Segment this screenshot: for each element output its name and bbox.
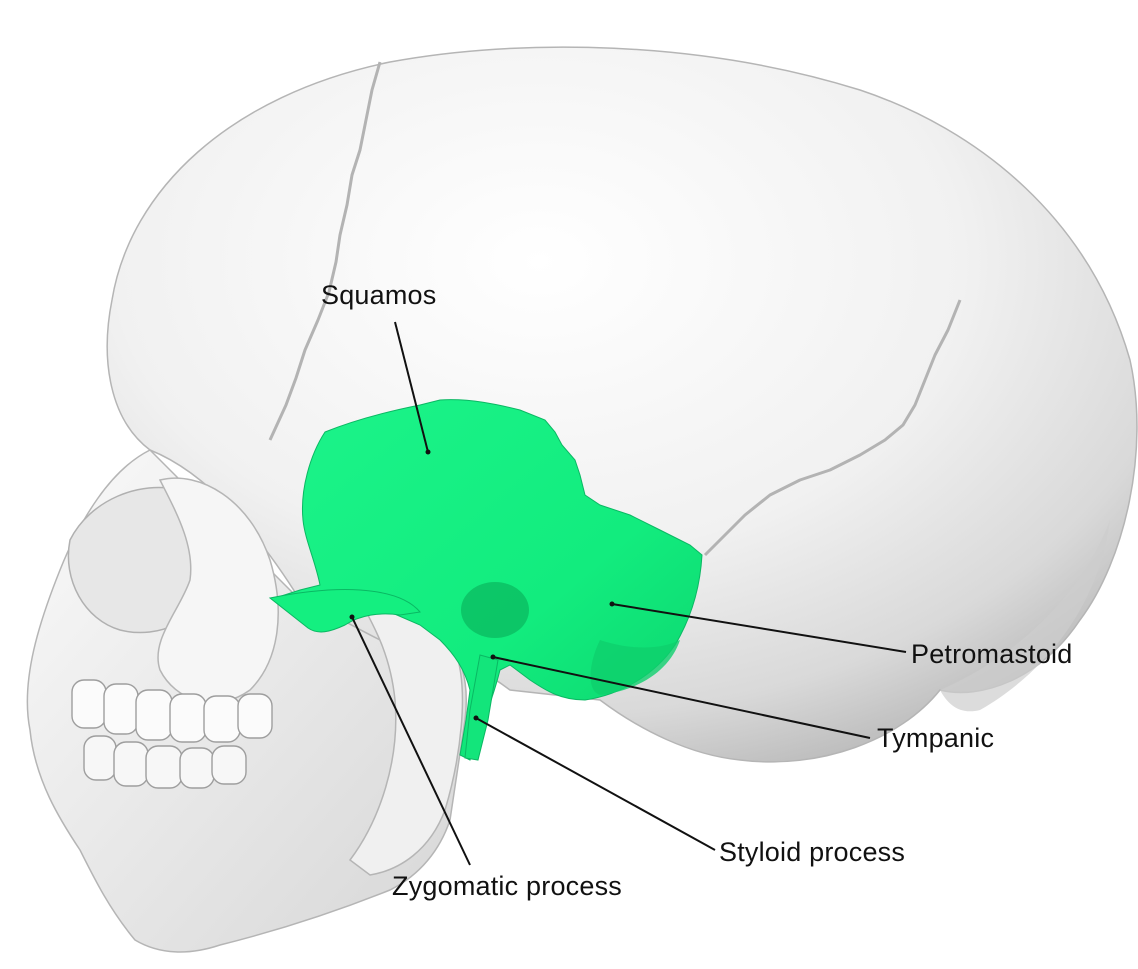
label-styloid-process: Styloid process [719,839,905,866]
auditory-meatus [461,582,529,638]
label-tympanic: Tympanic [877,725,994,752]
label-squamos: Squamos [321,282,436,309]
label-petromastoid: Petromastoid [911,641,1072,668]
label-zygomatic-process: Zygomatic process [392,873,622,900]
